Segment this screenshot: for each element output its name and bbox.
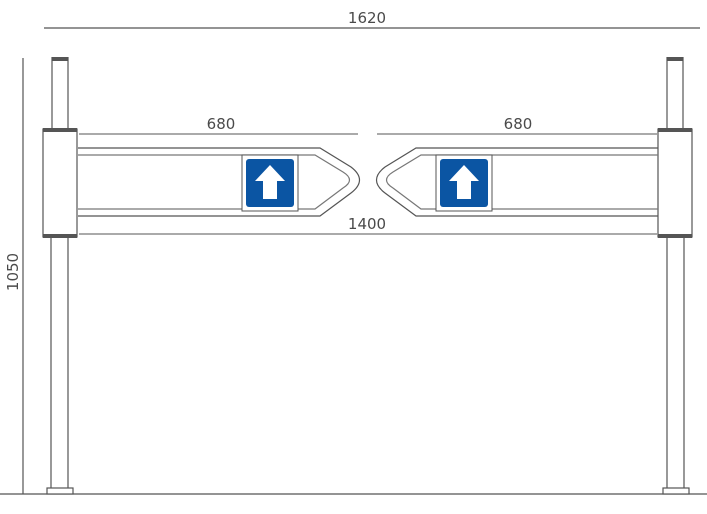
height-label: 1050 — [4, 253, 22, 291]
right-gate-arm — [375, 147, 658, 217]
passage-width-label: 1400 — [348, 215, 386, 233]
arrow-up-icon — [255, 165, 285, 199]
overall-width-label: 1620 — [348, 9, 386, 27]
overall-width-dimension: 1620 — [44, 9, 700, 29]
height-dimension: 1050 — [4, 58, 24, 494]
left-gate-arm — [78, 147, 361, 217]
left-arm-dimension: 680 — [79, 115, 358, 135]
right-arm-label: 680 — [504, 115, 533, 133]
right-direction-sign — [435, 154, 493, 212]
passage-width-dimension: 1400 — [79, 215, 657, 235]
left-arm-label: 680 — [207, 115, 236, 133]
left-direction-sign — [241, 154, 299, 212]
right-arm-dimension: 680 — [377, 115, 657, 135]
arrow-up-icon — [449, 165, 479, 199]
right-post — [657, 57, 693, 495]
left-post — [42, 57, 78, 495]
